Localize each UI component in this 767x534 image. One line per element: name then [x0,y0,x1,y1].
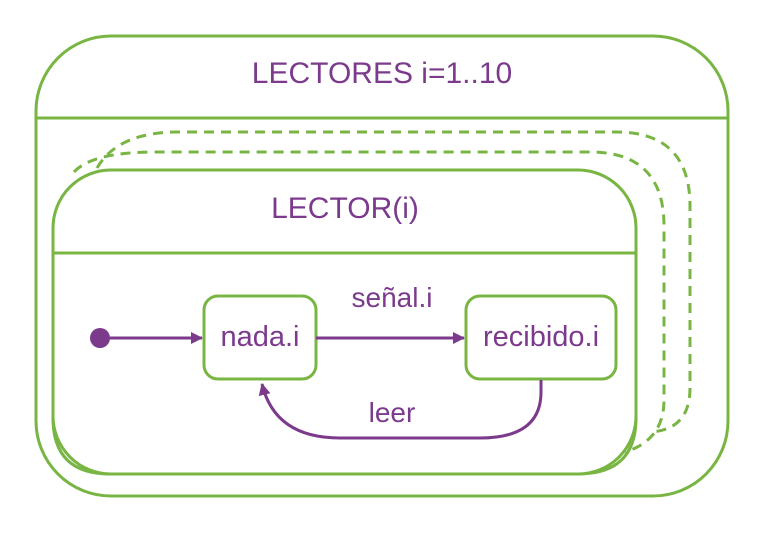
inner-state-frame [51,168,638,476]
initial-pseudostate [90,328,110,348]
outer-state-title: LECTORES i=1..10 [252,57,512,90]
state-recibido-label: recibido.i [483,321,599,353]
state-recibido: recibido.i [464,294,618,381]
inner-state-title: LECTOR(i) [271,192,419,225]
transition-senal-label: señal.i [352,282,433,313]
outer-state-frame [34,34,730,498]
inner-state-lector: LECTOR(i) [51,168,638,476]
outer-state-lectores: LECTORES i=1..10 [34,34,730,498]
state-recibido-box [464,294,618,381]
transition-leer-label: leer [369,397,416,428]
replica-outlines [72,130,692,454]
transition-recibido-to-nada [258,380,543,440]
replica-outline-middle [72,150,666,454]
replica-outline-back [95,130,692,434]
state-nada-label: nada.i [220,321,299,353]
state-nada: nada.i [202,294,318,381]
